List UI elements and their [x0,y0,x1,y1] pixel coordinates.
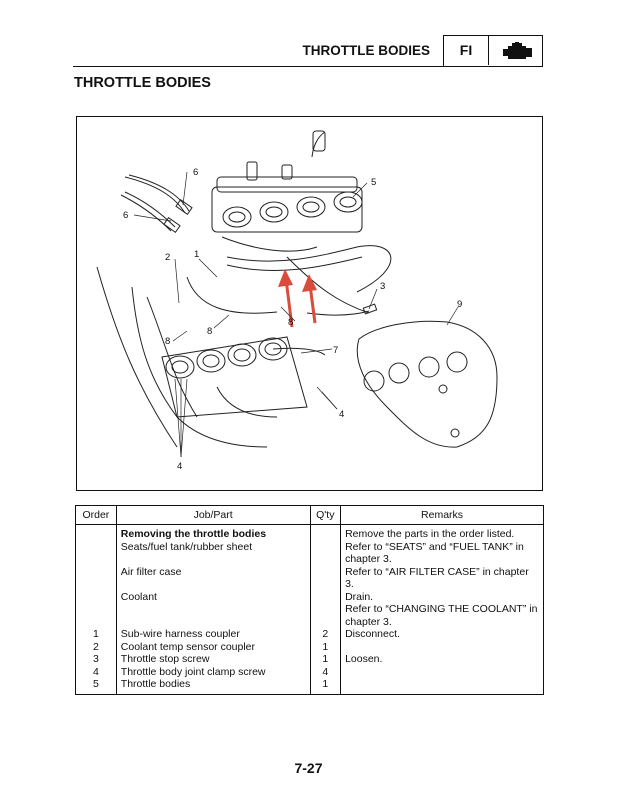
row-job: Throttle stop screw [115,653,311,666]
callout-8b: 8 [165,336,170,347]
row-job: Sub-wire harness coupler [115,628,311,641]
callout-6a: 6 [193,167,198,178]
row-qty: 1 [309,653,342,666]
table-row: 2 Coolant temp sensor coupler 1 [75,640,544,653]
header-title: THROTTLE BODIES [302,43,431,58]
callout-2: 2 [165,252,170,263]
table-row: Seats/fuel tank/rubber sheet Refer to “S… [75,540,544,566]
row-remarks: Disconnect. [340,628,544,641]
row-remarks: Refer to “AIR FILTER CASE” in chapter 3. [340,565,544,591]
row-job: Coolant temp sensor coupler [115,640,311,653]
section-badge: FI [443,35,543,67]
row-order: 1 [75,628,117,641]
row-job: Air filter case [115,565,311,591]
table-row: 1 Sub-wire harness coupler 2 Disconnect. [75,628,544,641]
row-order [75,590,117,603]
row-order [75,540,117,566]
callout-3: 3 [380,281,385,292]
callout-4b: 4 [177,461,182,472]
row-remarks: Loosen. [340,653,544,666]
row-job: Throttle bodies [115,678,311,695]
page-title: THROTTLE BODIES [74,75,211,91]
col-order: Order [75,505,117,525]
row-qty [309,565,342,591]
row-order: 5 [75,678,117,695]
row-qty [309,524,342,541]
callout-9: 9 [457,299,462,310]
callout-8c: 8 [288,317,293,328]
section-code: FI [444,36,489,65]
callout-6b: 6 [123,210,128,221]
table-row: Removing the throttle bodies Remove the … [75,524,544,541]
row-remarks [340,640,544,653]
row-order: 3 [75,653,117,666]
row-job: Removing the throttle bodies [115,524,311,541]
row-order: 2 [75,640,117,653]
table-row: Refer to “CHANGING THE COOLANT” in chapt… [75,603,544,628]
row-remarks [340,665,544,678]
engine-icon [503,42,532,59]
row-job [115,603,311,628]
row-job: Coolant [115,590,311,603]
row-job: Seats/fuel tank/rubber sheet [115,540,311,566]
table-header-row: Order Job/Part Q'ty Remarks [75,505,544,525]
callout-8a: 8 [207,326,212,337]
table-row: Coolant Drain. [75,590,544,603]
row-qty [309,540,342,566]
row-order [75,603,117,628]
row-remarks: Remove the parts in the order listed. [340,524,544,541]
row-order [75,524,117,541]
parts-table: Order Job/Part Q'ty Remarks Removing the… [75,505,544,695]
row-qty: 4 [309,665,342,678]
callout-7: 7 [333,345,338,356]
row-order: 4 [75,665,117,678]
row-qty: 1 [309,678,342,695]
row-job: Throttle body joint clamp screw [115,665,311,678]
header-rule [73,66,444,67]
exploded-diagram: 6 6 2 1 5 3 9 7 8 8 8 4 4 [76,116,543,491]
table-row: 5 Throttle bodies 1 [75,678,544,695]
throttle-bodies-illustration: 6 6 2 1 5 3 9 7 8 8 8 4 4 [96,130,498,472]
row-qty [309,590,342,603]
page-number: 7-27 [294,760,323,776]
row-remarks: Drain. [340,590,544,603]
col-qty: Q'ty [309,505,342,525]
col-job-part: Job/Part [115,505,311,525]
callout-4a: 4 [339,409,344,420]
row-remarks: Refer to “CHANGING THE COOLANT” in chapt… [340,603,544,628]
callout-1: 1 [194,249,199,260]
row-qty [309,603,342,628]
table-row: 4 Throttle body joint clamp screw 4 [75,665,544,678]
row-order [75,565,117,591]
table-row: 3 Throttle stop screw 1 Loosen. [75,653,544,666]
row-remarks: Refer to “SEATS” and “FUEL TANK” in chap… [340,540,544,566]
callout-5: 5 [371,177,376,188]
table-row: Air filter case Refer to “AIR FILTER CAS… [75,565,544,591]
row-qty: 1 [309,640,342,653]
row-qty: 2 [309,628,342,641]
col-remarks: Remarks [340,505,544,525]
row-remarks [340,678,544,695]
